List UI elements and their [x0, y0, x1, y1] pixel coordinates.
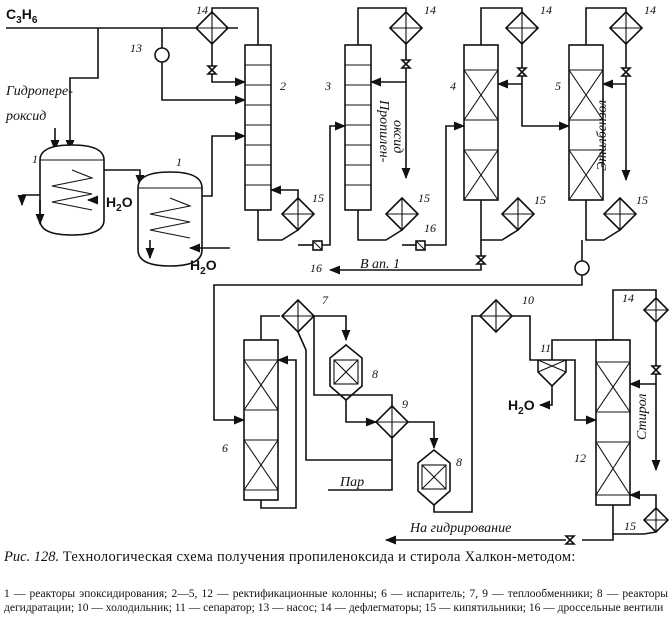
dephlegmator-d-number: 14 [644, 3, 656, 17]
pump-13: 13 [130, 28, 247, 105]
epoxidation-reactor-a: 1 [17, 144, 105, 236]
reboiler-15-a: 15 [257, 185, 324, 241]
evaporator-number: 6 [222, 441, 228, 455]
hx7-number: 7 [322, 293, 329, 307]
column-5-number: 5 [555, 79, 561, 93]
column-3: 3 [324, 44, 372, 211]
steam-feed: Пар [328, 460, 393, 491]
reboiler-15-b: 15 [357, 191, 430, 241]
heat-exchanger-9: 9 [313, 316, 439, 460]
to-app1-label: В ап. 1 [360, 257, 400, 272]
figure-caption: Рис. 128. Технологическая схема получени… [4, 549, 668, 565]
dephlegmator-a-number: 14 [196, 3, 208, 17]
column-4: 4 [450, 44, 499, 201]
reboiler-d-number: 15 [624, 519, 636, 533]
hydroperoxide-label-2: роксид [5, 109, 46, 124]
hx9-number: 9 [402, 397, 408, 411]
cooler-10: 10 [478, 293, 538, 361]
valve-a-number: 16 [310, 261, 322, 275]
evaporator-6: 6 [222, 315, 297, 509]
reboiler-15-c: 15 [328, 193, 546, 275]
feed-label: C3H6 [6, 6, 38, 26]
styrene-label: Стирол [635, 394, 650, 440]
dehydration-reactor-8-b: 8 [417, 315, 480, 513]
reboiler-15-d: 15 [612, 490, 670, 535]
to-hydrogenation-label: На гидрирование [409, 521, 511, 536]
steam-label: Пар [339, 475, 364, 490]
pump-column-5 [213, 240, 590, 425]
water-label-c: H2O [508, 397, 535, 417]
reactor-a-number: 1 [32, 152, 38, 166]
throttle-valve-16-b: 16 [402, 121, 466, 251]
column-12: 12 [574, 339, 631, 506]
column-3-number: 3 [324, 79, 331, 93]
dephlegmator-14-b: 14 [357, 3, 436, 180]
dehydration-reactor-8-a: 8 [329, 343, 378, 427]
reboiler-c-number: 15 [534, 193, 546, 207]
hydroperoxide-feed: Гидропере- роксид [5, 84, 73, 152]
column-4-number: 4 [450, 79, 456, 93]
separator-number: 11 [540, 341, 551, 355]
dephlegmator-c-number: 14 [540, 3, 552, 17]
dephlegmator-14-c: 14 [480, 3, 571, 131]
caption-number: Рис. 128. [4, 549, 60, 565]
dephlegmator-14-a: 14 [194, 3, 259, 87]
water-label-a: H2O [106, 194, 133, 214]
water-label-b: H2O [190, 257, 217, 277]
column-2-number: 2 [280, 79, 286, 93]
process-flow-diagram: C3H6 Гидропере- роксид 1 H2O 1 H2O 13 [5, 3, 670, 545]
reactor-8b-number: 8 [456, 455, 462, 469]
reboiler-a-number: 15 [312, 191, 324, 205]
reboiler-15-e: 15 [585, 193, 648, 241]
cooler-number: 10 [522, 293, 534, 307]
throttle-valve-16-a: 16 [298, 121, 347, 275]
pump-number: 13 [130, 41, 142, 55]
column-5: 5 [555, 44, 604, 201]
epoxidation-reactor-b: 1 [137, 155, 203, 267]
dephlegmator-14-e: 14 [612, 289, 670, 472]
column-12-number: 12 [574, 451, 586, 465]
to-hydrogenation-stream: На гидрирование [384, 521, 614, 545]
hydroperoxide-label-1: Гидропере- [5, 84, 73, 99]
dephlegmator-14-d: 14 [585, 3, 656, 182]
propylene-oxide-label-1: Пропилен- [376, 99, 391, 163]
reactor-8a-number: 8 [372, 367, 378, 381]
ethylbenzene-label: Этилбензол [595, 100, 610, 171]
dephlegmator-b-number: 14 [424, 3, 436, 17]
dephlegmator-e-number: 14 [622, 291, 634, 305]
reboiler-e-number: 15 [636, 193, 648, 207]
reboiler-b-number: 15 [418, 191, 430, 205]
heat-exchanger-7: 7 [280, 293, 392, 461]
reactor-b-number: 1 [176, 155, 182, 169]
caption-text: Технологическая схема получения пропилен… [62, 549, 576, 565]
figure-legend: 1 — реакторы эпоксидирования; 2—5, 12 — … [4, 588, 668, 614]
column-2: 2 [244, 44, 286, 211]
propylene-oxide-label-2: оксид [390, 120, 405, 153]
valve-b-number: 16 [424, 221, 436, 235]
